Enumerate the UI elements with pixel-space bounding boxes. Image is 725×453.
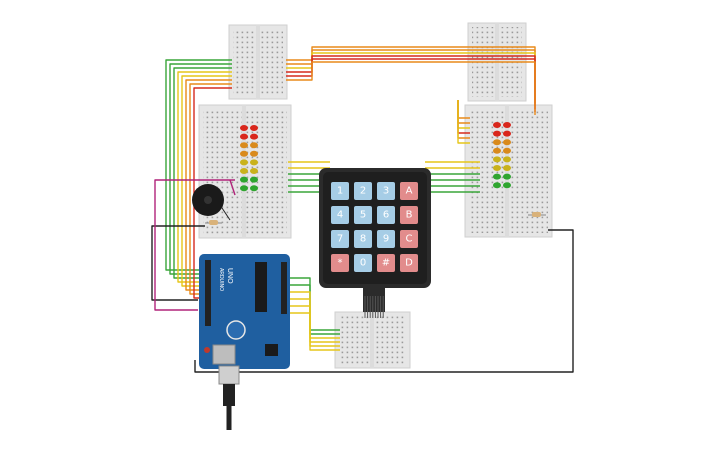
led-red[interactable] [250, 125, 258, 131]
keypad-key-0[interactable]: 1 [331, 182, 349, 200]
led-orange[interactable] [240, 150, 248, 157]
keypad-4x4[interactable]: 1 2 3 A 4 5 6 B 7 8 9 C * 0 # D [319, 168, 431, 318]
keypad-key-label: 2 [360, 186, 366, 197]
wire-right-bundle[interactable] [457, 100, 470, 144]
keypad-key-7[interactable]: B [400, 206, 418, 224]
led-red[interactable] [493, 130, 501, 137]
keypad-key-10[interactable]: 9 [377, 230, 395, 248]
usb-cable [218, 365, 240, 430]
wire-left-bundle[interactable] [189, 83, 232, 295]
resistor-left[interactable] [205, 220, 222, 225]
keypad-key-5[interactable]: 5 [354, 206, 372, 224]
wire-left-bundle[interactable] [169, 63, 232, 275]
led-green[interactable] [240, 176, 248, 183]
led-array-left [240, 125, 258, 192]
keypad-key-label: * [338, 258, 343, 269]
led-red[interactable] [240, 133, 248, 140]
wire-buzzer-2[interactable] [229, 179, 236, 196]
keypad-key-label: 1 [337, 186, 343, 197]
led-green[interactable] [503, 182, 511, 189]
led-green[interactable] [493, 173, 501, 180]
breadboard-top-left[interactable] [228, 24, 288, 100]
keypad-key-15[interactable]: D [400, 254, 418, 272]
keypad-key-label: A [406, 186, 413, 197]
wire-left-bundle[interactable] [185, 79, 232, 291]
keypad-key-label: B [406, 210, 413, 221]
keypad-key-1[interactable]: 2 [354, 182, 372, 200]
led-orange[interactable] [493, 147, 501, 154]
resistor-right[interactable] [528, 212, 546, 217]
led-yellow[interactable] [493, 165, 501, 171]
led-yellow[interactable] [250, 168, 258, 174]
keypad-key-label: 3 [383, 186, 389, 197]
piezo-buzzer[interactable] [192, 184, 231, 221]
led-array-right [493, 122, 511, 189]
led-red[interactable] [493, 122, 501, 128]
keypad-key-label: # [382, 258, 390, 269]
led-orange[interactable] [503, 139, 511, 146]
led-yellow[interactable] [240, 159, 248, 166]
wire-arduino-bottom[interactable] [290, 312, 340, 351]
keypad-key-6[interactable]: 6 [377, 206, 395, 224]
keypad-key-8[interactable]: 7 [331, 230, 349, 248]
led-orange[interactable] [250, 150, 258, 157]
led-red[interactable] [503, 130, 511, 137]
keypad-key-12[interactable]: * [331, 254, 349, 272]
led-orange[interactable] [240, 142, 248, 149]
led-green[interactable] [503, 173, 511, 180]
led-red[interactable] [503, 122, 511, 128]
led-green[interactable] [240, 185, 248, 192]
led-green[interactable] [250, 185, 258, 192]
keypad-key-13[interactable]: 0 [354, 254, 372, 272]
keypad-keys: 1 2 3 A 4 5 6 B 7 8 9 C * 0 # D [331, 182, 418, 272]
keypad-key-4[interactable]: 4 [331, 206, 349, 224]
keypad-key-9[interactable]: 8 [354, 230, 372, 248]
led-yellow[interactable] [503, 165, 511, 171]
keypad-key-label: D [405, 258, 413, 269]
keypad-key-label: 0 [360, 258, 366, 269]
led-orange[interactable] [503, 147, 511, 154]
arduino-model-label: UNO [226, 268, 233, 284]
keypad-key-label: 7 [337, 234, 343, 245]
led-orange[interactable] [493, 139, 501, 146]
arduino-uno-board[interactable]: UNO ARDUINO [199, 254, 290, 369]
led-yellow[interactable] [250, 159, 258, 166]
wire-arduino-bottom[interactable] [290, 305, 340, 347]
keypad-key-3[interactable]: A [400, 182, 418, 200]
breadboard-bottom[interactable] [334, 311, 411, 369]
wire-buzzer[interactable] [154, 179, 235, 311]
keypad-key-label: 9 [383, 234, 389, 245]
keypad-key-11[interactable]: C [400, 230, 418, 248]
keypad-key-label: 8 [360, 234, 366, 245]
led-yellow[interactable] [503, 156, 511, 163]
keypad-key-label: C [406, 234, 413, 245]
arduino-brand-label: ARDUINO [218, 268, 224, 291]
wire-top-cross[interactable] [286, 61, 536, 115]
led-orange[interactable] [250, 142, 258, 149]
keypad-key-label: 4 [337, 210, 343, 221]
wire-ground-loop[interactable] [194, 229, 574, 373]
keypad-key-label: 6 [383, 210, 389, 221]
keypad-key-label: 5 [360, 210, 366, 221]
keypad-key-14[interactable]: # [377, 254, 395, 272]
keypad-pins [364, 296, 384, 318]
led-red[interactable] [240, 125, 248, 131]
wire-ground-left[interactable] [151, 225, 205, 301]
led-yellow[interactable] [493, 156, 501, 163]
wire-left-bundle[interactable] [177, 71, 232, 283]
led-red[interactable] [250, 133, 258, 140]
led-green[interactable] [250, 176, 258, 183]
keypad-key-2[interactable]: 3 [377, 182, 395, 200]
led-green[interactable] [493, 182, 501, 189]
led-yellow[interactable] [240, 168, 248, 174]
